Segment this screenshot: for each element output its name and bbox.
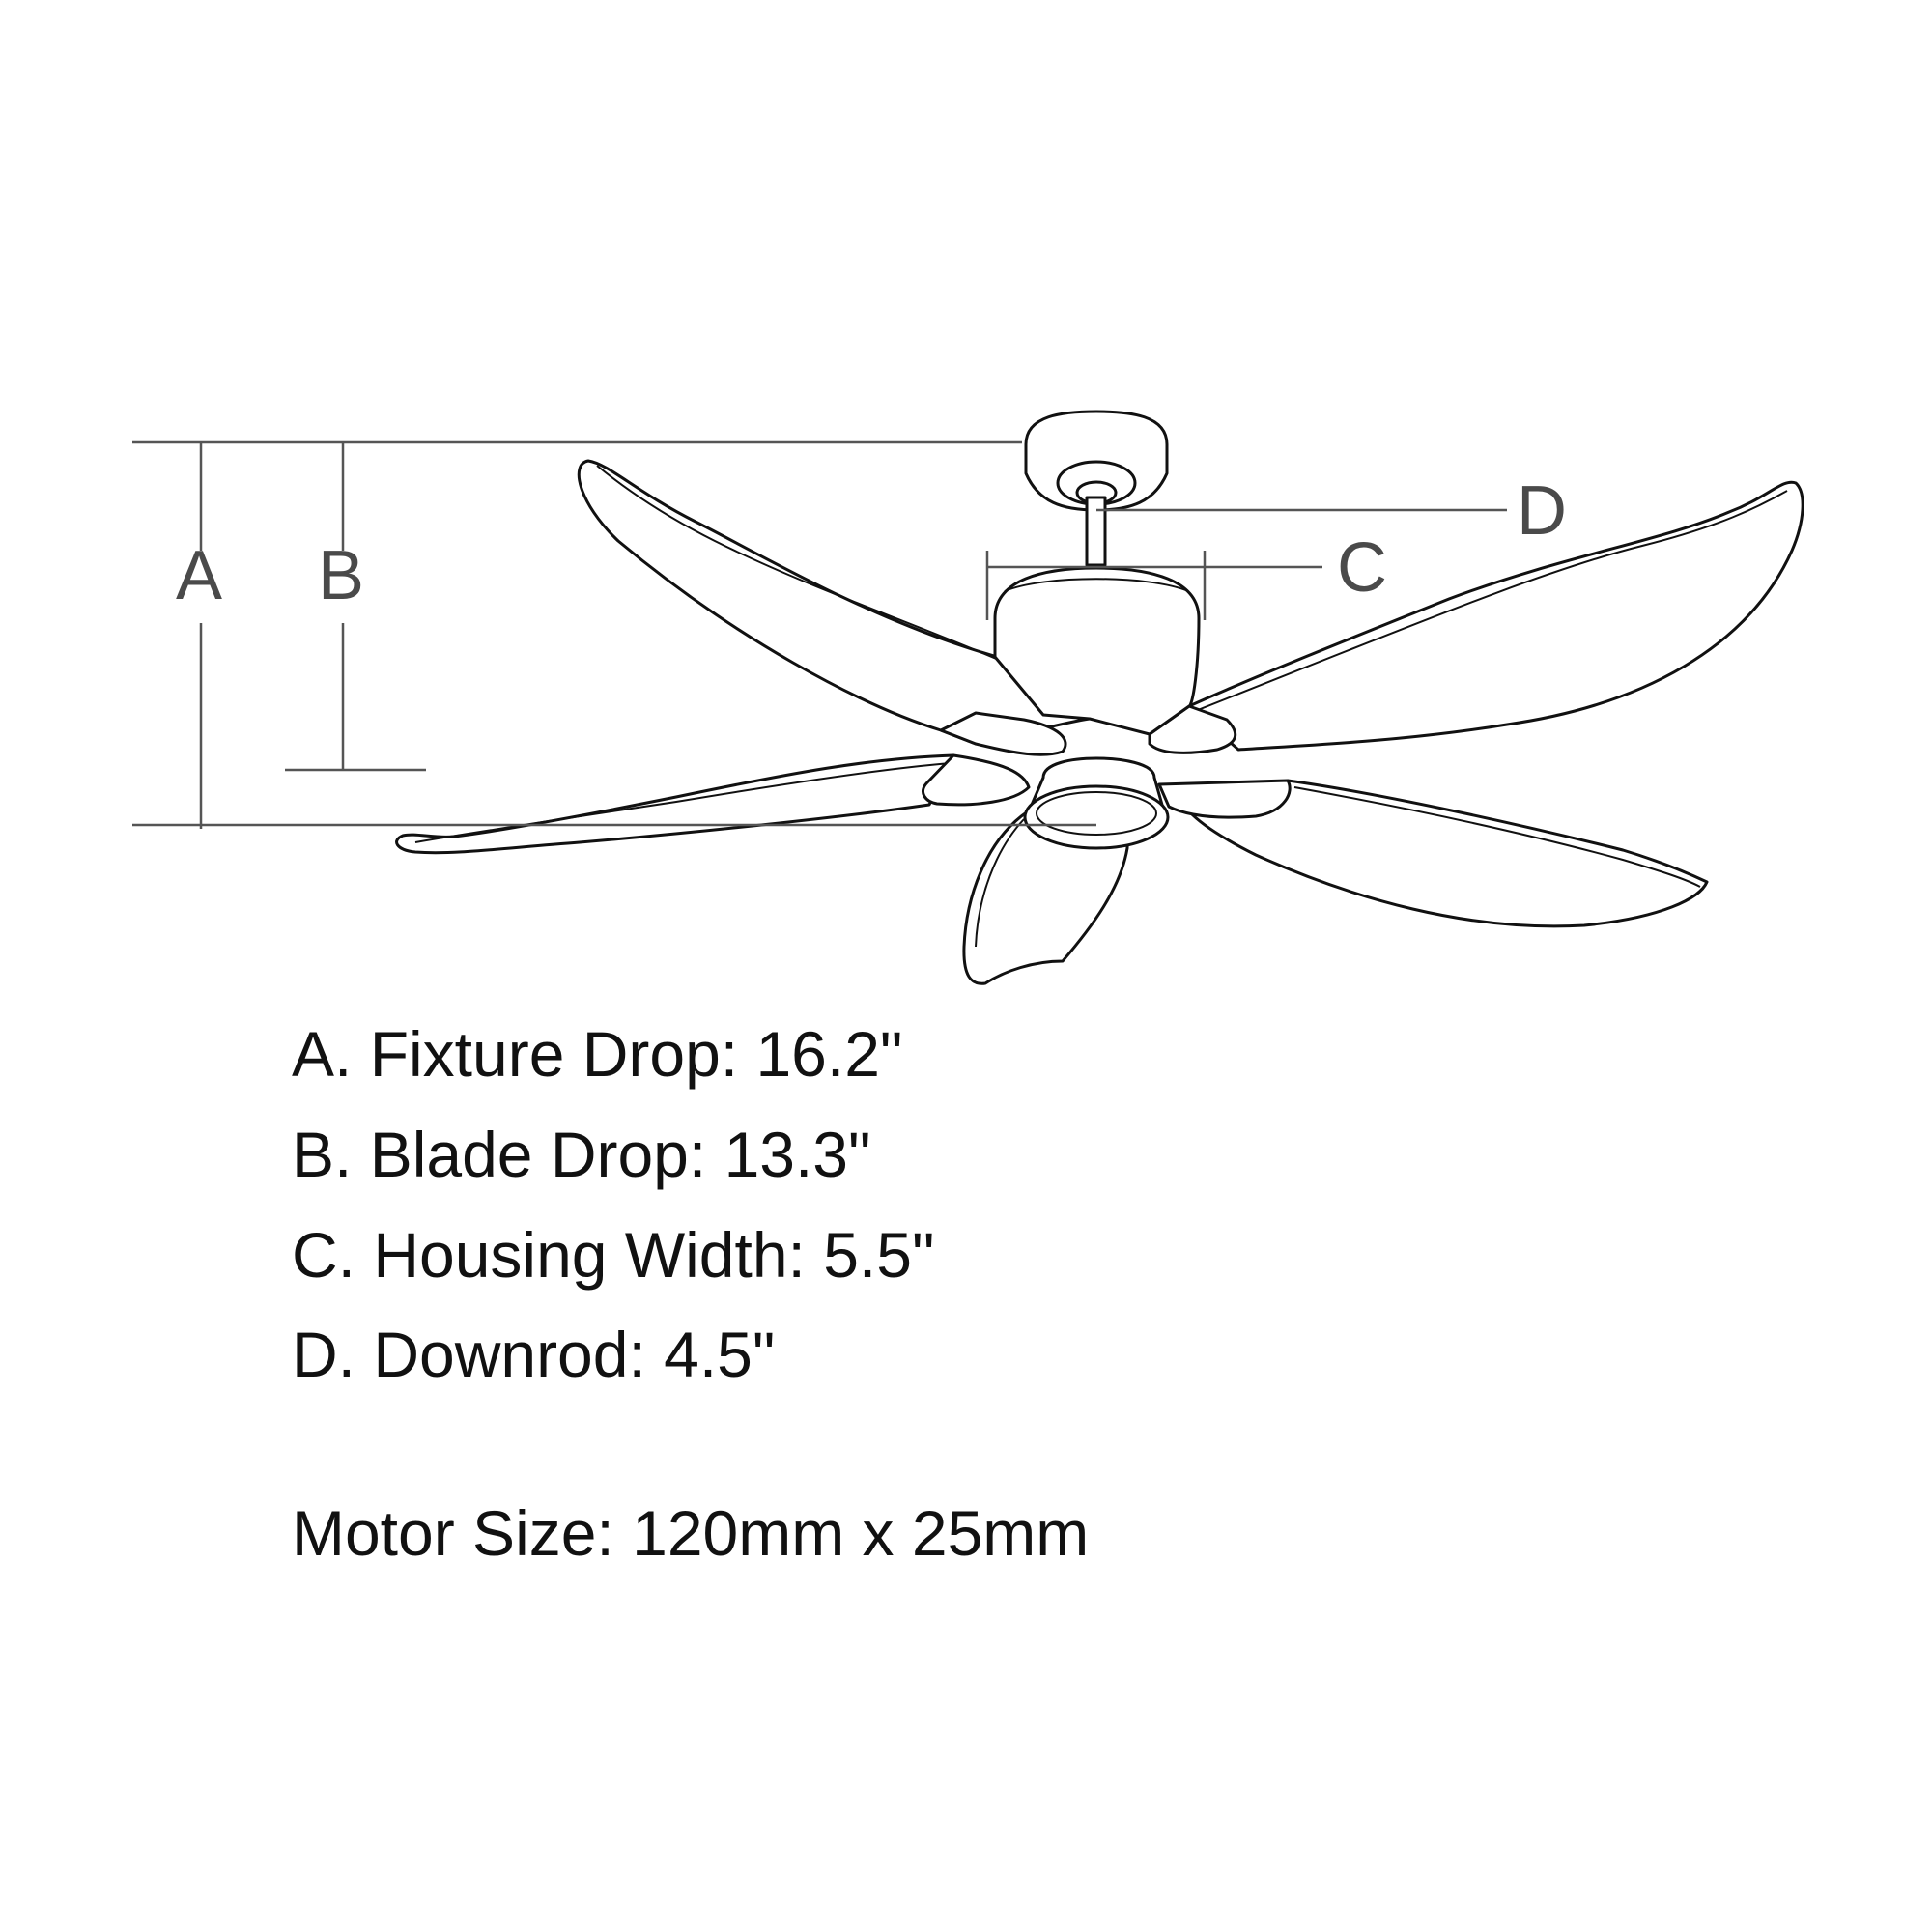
blade-right-bottom — [1187, 779, 1709, 928]
downrod — [1085, 496, 1107, 567]
spec-motor-size: Motor Size: 120mm x 25mm — [292, 1497, 1090, 1569]
blade-brackets — [922, 704, 1292, 819]
spec-housing-width: C. Housing Width: 5.5" — [292, 1219, 935, 1291]
dimension-lines — [132, 440, 1507, 829]
blade-bottom — [962, 810, 1129, 985]
label-a: A — [176, 537, 222, 614]
spec-fixture-drop: A. Fixture Drop: 16.2" — [292, 1018, 903, 1090]
spec-blade-drop: B. Blade Drop: 13.3" — [292, 1119, 871, 1190]
label-c: C — [1337, 529, 1387, 607]
canopy — [1024, 410, 1169, 512]
label-b: B — [318, 537, 364, 614]
light-kit — [1023, 756, 1170, 850]
blade-right-top — [1187, 480, 1804, 752]
spec-downrod: D. Downrod: 4.5" — [292, 1319, 776, 1390]
label-d: D — [1517, 472, 1567, 550]
motor-housing — [993, 566, 1201, 736]
blade-left-bottom — [395, 753, 955, 855]
